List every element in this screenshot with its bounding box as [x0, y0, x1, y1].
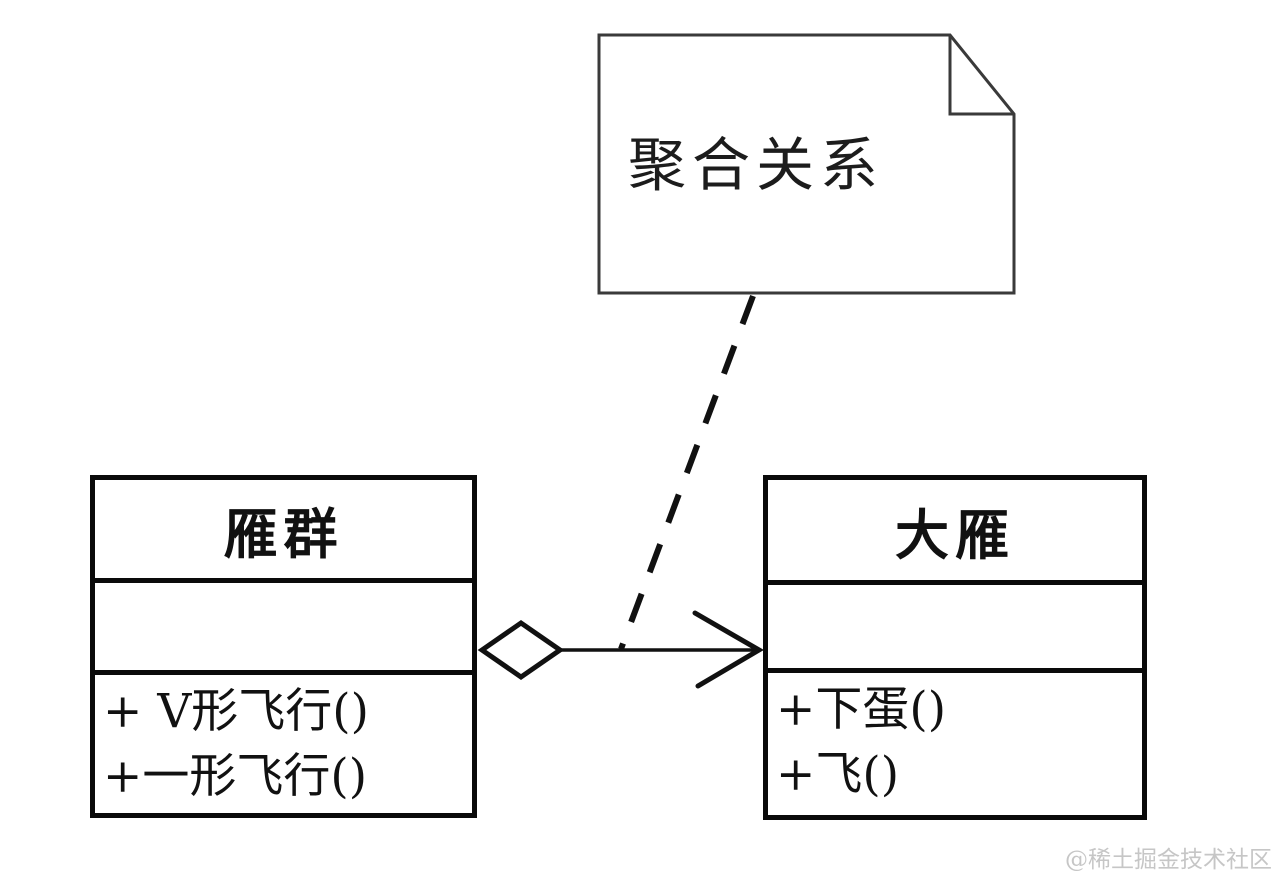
class-title: 大雁 [768, 480, 1142, 585]
aggregation-diamond-icon [477, 619, 565, 681]
class-title: 雁群 [95, 480, 472, 583]
class-box-goose: 大雁 +下蛋() +飞() [763, 475, 1147, 820]
class-attributes-section [95, 583, 472, 675]
class-methods-section: + V形飞行() +一形飞行() [95, 675, 472, 813]
class-method: +一形飞行() [103, 749, 368, 804]
open-arrowhead-icon [692, 610, 764, 689]
class-methods-section: +下蛋() +飞() [768, 673, 1142, 815]
note-fold-corner-icon [948, 35, 1014, 116]
class-attributes-section [768, 585, 1142, 673]
note-text: 聚合关系 [628, 131, 885, 199]
class-method: + V形飞行() [103, 684, 369, 739]
class-method: +飞() [776, 747, 900, 802]
watermark: @稀土掘金技术社区 [1065, 847, 1272, 873]
note-shape [597, 33, 1016, 295]
note-anchor-dashed-line [618, 294, 756, 651]
class-method: +下蛋() [776, 682, 947, 737]
class-box-flock: 雁群 + V形飞行() +一形飞行() [90, 475, 477, 818]
